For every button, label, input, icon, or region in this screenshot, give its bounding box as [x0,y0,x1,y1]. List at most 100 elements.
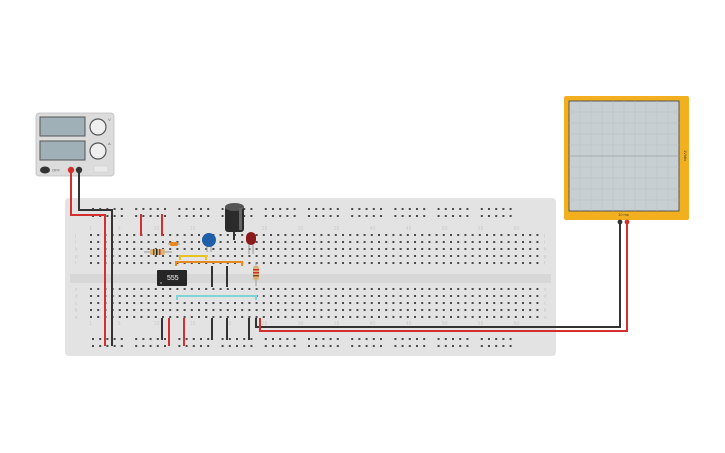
rail-hole[interactable] [250,345,253,347]
strip-hole[interactable] [90,309,92,311]
strip-hole[interactable] [169,288,172,290]
strip-hole[interactable] [313,309,316,311]
strip-hole[interactable] [306,262,308,264]
strip-hole[interactable] [277,309,280,311]
strip-hole[interactable] [313,241,316,243]
strip-hole[interactable] [349,255,352,257]
strip-hole[interactable] [147,262,150,264]
rail-hole[interactable] [200,345,202,347]
strip-hole[interactable] [241,288,244,290]
strip-hole[interactable] [471,241,474,243]
strip-hole[interactable] [284,288,287,290]
strip-hole[interactable] [486,234,488,236]
strip-hole[interactable] [313,302,316,304]
strip-hole[interactable] [241,241,244,243]
strip-hole[interactable] [118,316,121,318]
strip-hole[interactable] [126,316,128,318]
strip-hole[interactable] [183,309,186,311]
rail-hole[interactable] [315,345,318,347]
strip-hole[interactable] [414,255,416,257]
rail-hole[interactable] [437,345,440,347]
strip-hole[interactable] [320,295,323,297]
strip-hole[interactable] [270,248,272,250]
strip-hole[interactable] [392,295,395,297]
rail-hole[interactable] [372,345,375,347]
strip-hole[interactable] [378,316,380,318]
strip-hole[interactable] [536,309,539,311]
strip-hole[interactable] [226,309,229,311]
strip-hole[interactable] [392,302,395,304]
rail-hole[interactable] [243,208,246,210]
strip-hole[interactable] [118,234,121,236]
rail-hole[interactable] [106,215,109,217]
strip-hole[interactable] [385,255,388,257]
strip-hole[interactable] [169,255,172,257]
rail-hole[interactable] [444,338,447,340]
strip-hole[interactable] [162,309,164,311]
strip-hole[interactable] [486,295,488,297]
rail-hole[interactable] [207,208,210,210]
strip-hole[interactable] [392,316,395,318]
strip-hole[interactable] [406,234,409,236]
strip-hole[interactable] [306,248,308,250]
strip-hole[interactable] [349,262,352,264]
rail-hole[interactable] [185,215,188,217]
strip-hole[interactable] [97,248,100,250]
strip-hole[interactable] [176,316,179,318]
strip-hole[interactable] [126,255,128,257]
strip-hole[interactable] [147,302,150,304]
strip-hole[interactable] [406,302,409,304]
strip-hole[interactable] [262,234,265,236]
strip-hole[interactable] [198,316,200,318]
strip-hole[interactable] [320,234,323,236]
strip-hole[interactable] [464,288,467,290]
strip-hole[interactable] [478,288,481,290]
strip-hole[interactable] [464,248,467,250]
rail-hole[interactable] [113,208,116,210]
strip-hole[interactable] [349,234,352,236]
strip-hole[interactable] [421,234,424,236]
strip-hole[interactable] [284,302,287,304]
rail-hole[interactable] [243,338,246,340]
strip-hole[interactable] [270,288,272,290]
strip-hole[interactable] [428,234,431,236]
strip-hole[interactable] [183,288,186,290]
rail-hole[interactable] [459,208,462,210]
strip-hole[interactable] [406,309,409,311]
strip-hole[interactable] [392,255,395,257]
strip-hole[interactable] [450,295,452,297]
rail-hole[interactable] [178,345,181,347]
strip-hole[interactable] [342,309,344,311]
strip-hole[interactable] [334,262,337,264]
strip-hole[interactable] [176,309,179,311]
strip-hole[interactable] [198,234,200,236]
rail-hole[interactable] [156,345,159,347]
strip-hole[interactable] [522,302,524,304]
strip-hole[interactable] [392,241,395,243]
rail-hole[interactable] [459,338,462,340]
strip-hole[interactable] [327,248,330,250]
rail-hole[interactable] [192,345,195,347]
rail-hole[interactable] [351,338,354,340]
strip-hole[interactable] [133,295,136,297]
strip-hole[interactable] [363,309,366,311]
strip-hole[interactable] [378,295,380,297]
strip-hole[interactable] [378,288,380,290]
strip-hole[interactable] [493,255,496,257]
strip-hole[interactable] [486,288,488,290]
strip-hole[interactable] [291,295,294,297]
strip-hole[interactable] [183,234,186,236]
rail-hole[interactable] [142,208,145,210]
strip-hole[interactable] [306,234,308,236]
strip-hole[interactable] [421,309,424,311]
strip-hole[interactable] [442,288,445,290]
strip-hole[interactable] [529,255,532,257]
strip-hole[interactable] [226,255,229,257]
strip-hole[interactable] [140,241,143,243]
rail-hole[interactable] [149,345,152,347]
strip-hole[interactable] [536,262,539,264]
strip-hole[interactable] [464,255,467,257]
rail-hole[interactable] [120,338,123,340]
rail-hole[interactable] [200,208,202,210]
strip-hole[interactable] [414,295,416,297]
